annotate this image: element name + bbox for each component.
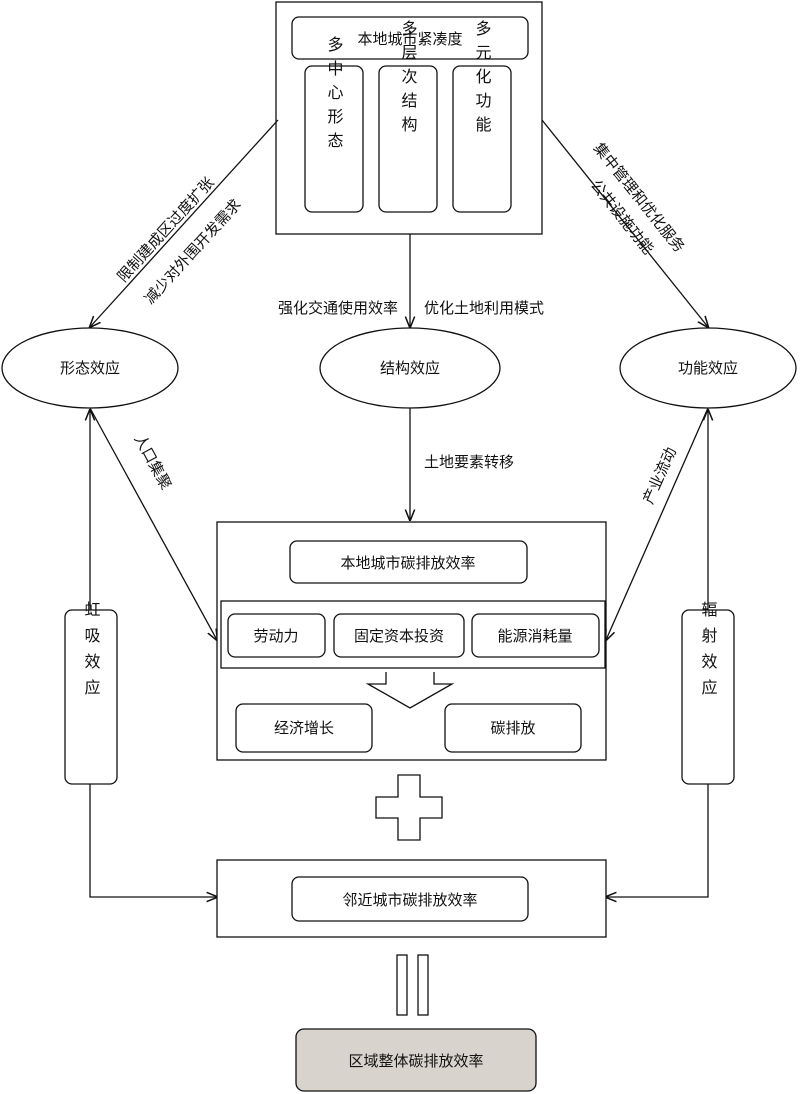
- siphon-effect-label: 虹吸效应: [82, 601, 101, 705]
- arrow-function-to-local: [606, 407, 709, 640]
- output-carbon-emission: 碳排放: [490, 719, 535, 737]
- hollow-down-arrow: [365, 672, 455, 709]
- label-population-agglomeration: 人口集聚: [130, 431, 175, 492]
- regional-efficiency-block: 区域整体碳排放效率: [295, 1028, 537, 1092]
- equals-bar-right: [417, 954, 429, 1016]
- polycentric-form-label: 多中心形态: [325, 36, 344, 156]
- arrow-compactness-to-form: [90, 119, 279, 327]
- arrow-radiation-to-neighbor: [606, 784, 709, 897]
- arrow-compactness-to-function: [541, 119, 708, 327]
- diversified-function-label: 多元化功能: [473, 20, 492, 140]
- function-effect-label: 功能效应: [678, 359, 738, 377]
- compactness-block: 本地城市紧凑度 多中心形态 多层次结构 多元化功能: [275, 1, 543, 235]
- radiation-effect-label: 辐射效应: [699, 601, 718, 705]
- form-effect-label: 形态效应: [60, 359, 120, 377]
- plus-symbol: [375, 774, 443, 841]
- multilevel-structure-label: 多层次结构: [399, 20, 418, 140]
- label-industry-flow: 产业流动: [639, 444, 680, 506]
- regional-efficiency-title: 区域整体碳排放效率: [348, 1052, 483, 1070]
- structure-effect-label: 结构效应: [380, 359, 440, 377]
- input-fixed-capital: 固定资本投资: [354, 627, 444, 645]
- neighbor-efficiency-title: 邻近城市碳排放效率: [342, 891, 477, 909]
- local-efficiency-block: 本地城市碳排放效率 劳动力 固定资本投资 能源消耗量 经济增长 碳排放: [216, 521, 607, 761]
- label-transport-efficiency: 强化交通使用效率: [278, 299, 398, 317]
- function-effect-node: 功能效应: [619, 327, 797, 409]
- siphon-effect-box: [64, 609, 118, 785]
- structure-effect-node: 结构效应: [319, 327, 501, 409]
- arrow-siphon-to-neighbor: [89, 784, 217, 897]
- label-land-transfer: 土地要素转移: [424, 453, 514, 471]
- input-energy: 能源消耗量: [497, 627, 572, 645]
- equals-bar-left: [396, 954, 408, 1016]
- label-land-use-mode: 优化土地利用模式: [424, 299, 544, 317]
- arrow-form-to-local: [89, 407, 217, 640]
- form-effect-node: 形态效应: [1, 327, 179, 409]
- input-labor: 劳动力: [253, 627, 298, 645]
- neighbor-efficiency-block: 邻近城市碳排放效率: [216, 859, 607, 938]
- local-efficiency-title: 本地城市碳排放效率: [340, 554, 475, 572]
- compactness-title: 本地城市紧凑度: [357, 30, 462, 48]
- output-economic-growth: 经济增长: [274, 719, 334, 737]
